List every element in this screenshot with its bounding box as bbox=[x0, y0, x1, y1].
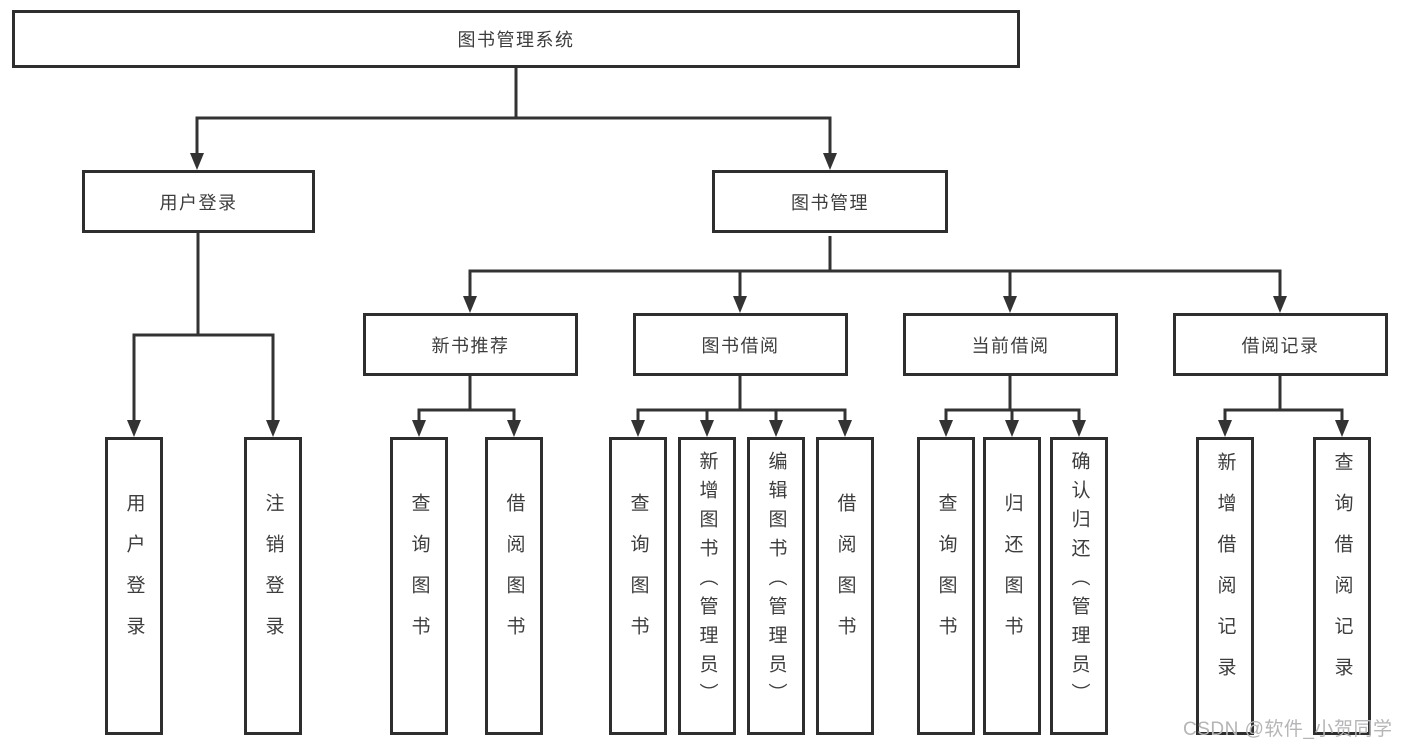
leaf-logout: 注销登录 bbox=[244, 437, 302, 735]
leaf-borrow-books-2: 借阅图书 bbox=[816, 437, 874, 735]
arrow-down-icon bbox=[463, 296, 477, 313]
node-book-management-label: 图书管理 bbox=[791, 192, 869, 213]
leaf-label: 确认归还（管理员） bbox=[1068, 450, 1090, 712]
arrow-down-icon bbox=[631, 420, 645, 437]
arrow-down-icon bbox=[769, 420, 783, 437]
arrow-down-icon bbox=[507, 420, 521, 437]
leaf-label: 查询图书 bbox=[627, 493, 649, 657]
leaf-label: 新增图书（管理员） bbox=[696, 450, 718, 712]
arrow-down-icon bbox=[127, 420, 141, 437]
leaf-label: 查询图书 bbox=[408, 493, 430, 657]
node-current-borrow-label: 当前借阅 bbox=[971, 335, 1050, 356]
node-book-borrow: 图书借阅 bbox=[633, 313, 848, 376]
leaf-confirm-return-admin: 确认归还（管理员） bbox=[1050, 437, 1108, 735]
leaf-query-books-3: 查询图书 bbox=[917, 437, 975, 735]
leaf-label: 编辑图书（管理员） bbox=[765, 450, 787, 712]
leaf-label: 借阅图书 bbox=[834, 493, 856, 657]
arrow-down-icon bbox=[266, 420, 280, 437]
arrow-down-icon bbox=[190, 153, 204, 170]
node-root: 图书管理系统 bbox=[12, 10, 1020, 68]
leaf-label: 借阅图书 bbox=[503, 493, 525, 657]
connector-newbooks-to-leaves bbox=[417, 376, 516, 421]
arrow-down-icon bbox=[939, 420, 953, 437]
node-borrow-records: 借阅记录 bbox=[1173, 313, 1388, 376]
arrow-down-icon bbox=[733, 296, 747, 313]
arrow-down-icon bbox=[1335, 420, 1349, 437]
connector-current-to-leaves bbox=[944, 376, 1081, 421]
leaf-label: 注销登录 bbox=[262, 493, 284, 657]
arrow-down-icon bbox=[1003, 296, 1017, 313]
node-root-label: 图书管理系统 bbox=[457, 30, 575, 50]
node-book-management: 图书管理 bbox=[712, 170, 948, 233]
arrow-down-icon bbox=[1005, 420, 1019, 437]
csdn-watermark: CSDN @软件_小贺同学 bbox=[1183, 719, 1393, 740]
arrow-down-icon bbox=[700, 420, 714, 437]
connector-mgmt-to-level3 bbox=[468, 236, 1282, 297]
node-current-borrow: 当前借阅 bbox=[903, 313, 1118, 376]
node-user-login: 用户登录 bbox=[82, 170, 315, 233]
arrow-down-icon bbox=[823, 153, 837, 170]
leaf-query-books-1: 查询图书 bbox=[390, 437, 448, 735]
leaf-query-books-2: 查询图书 bbox=[609, 437, 667, 735]
node-user-login-label: 用户登录 bbox=[159, 192, 238, 213]
leaf-label: 归还图书 bbox=[1001, 493, 1023, 657]
leaf-add-books-admin: 新增图书（管理员） bbox=[678, 437, 736, 735]
arrow-down-icon bbox=[1072, 420, 1086, 437]
leaf-query-borrow-record: 查询借阅记录 bbox=[1313, 437, 1371, 735]
connector-borrow-to-leaves bbox=[636, 376, 847, 421]
arrow-down-icon bbox=[1273, 296, 1287, 313]
arrow-down-icon bbox=[412, 420, 426, 437]
leaf-label: 用户登录 bbox=[123, 493, 145, 657]
node-new-book-recommend: 新书推荐 bbox=[363, 313, 578, 376]
arrow-down-icon bbox=[1218, 420, 1232, 437]
arrow-down-icon bbox=[838, 420, 852, 437]
connector-login-to-leaves bbox=[132, 233, 275, 421]
leaf-label: 查询图书 bbox=[935, 493, 957, 657]
node-new-book-recommend-label: 新书推荐 bbox=[431, 335, 510, 356]
node-borrow-records-label: 借阅记录 bbox=[1241, 335, 1320, 356]
connector-records-to-leaves bbox=[1223, 376, 1344, 421]
leaf-add-borrow-record: 新增借阅记录 bbox=[1196, 437, 1254, 735]
leaf-edit-books-admin: 编辑图书（管理员） bbox=[747, 437, 805, 735]
connector-root-to-level2 bbox=[195, 68, 832, 154]
leaf-user-login: 用户登录 bbox=[105, 437, 163, 735]
leaf-label: 新增借阅记录 bbox=[1214, 452, 1236, 698]
node-book-borrow-label: 图书借阅 bbox=[701, 335, 780, 356]
leaf-return-books: 归还图书 bbox=[983, 437, 1041, 735]
leaf-borrow-books-1: 借阅图书 bbox=[485, 437, 543, 735]
leaf-label: 查询借阅记录 bbox=[1331, 452, 1353, 698]
